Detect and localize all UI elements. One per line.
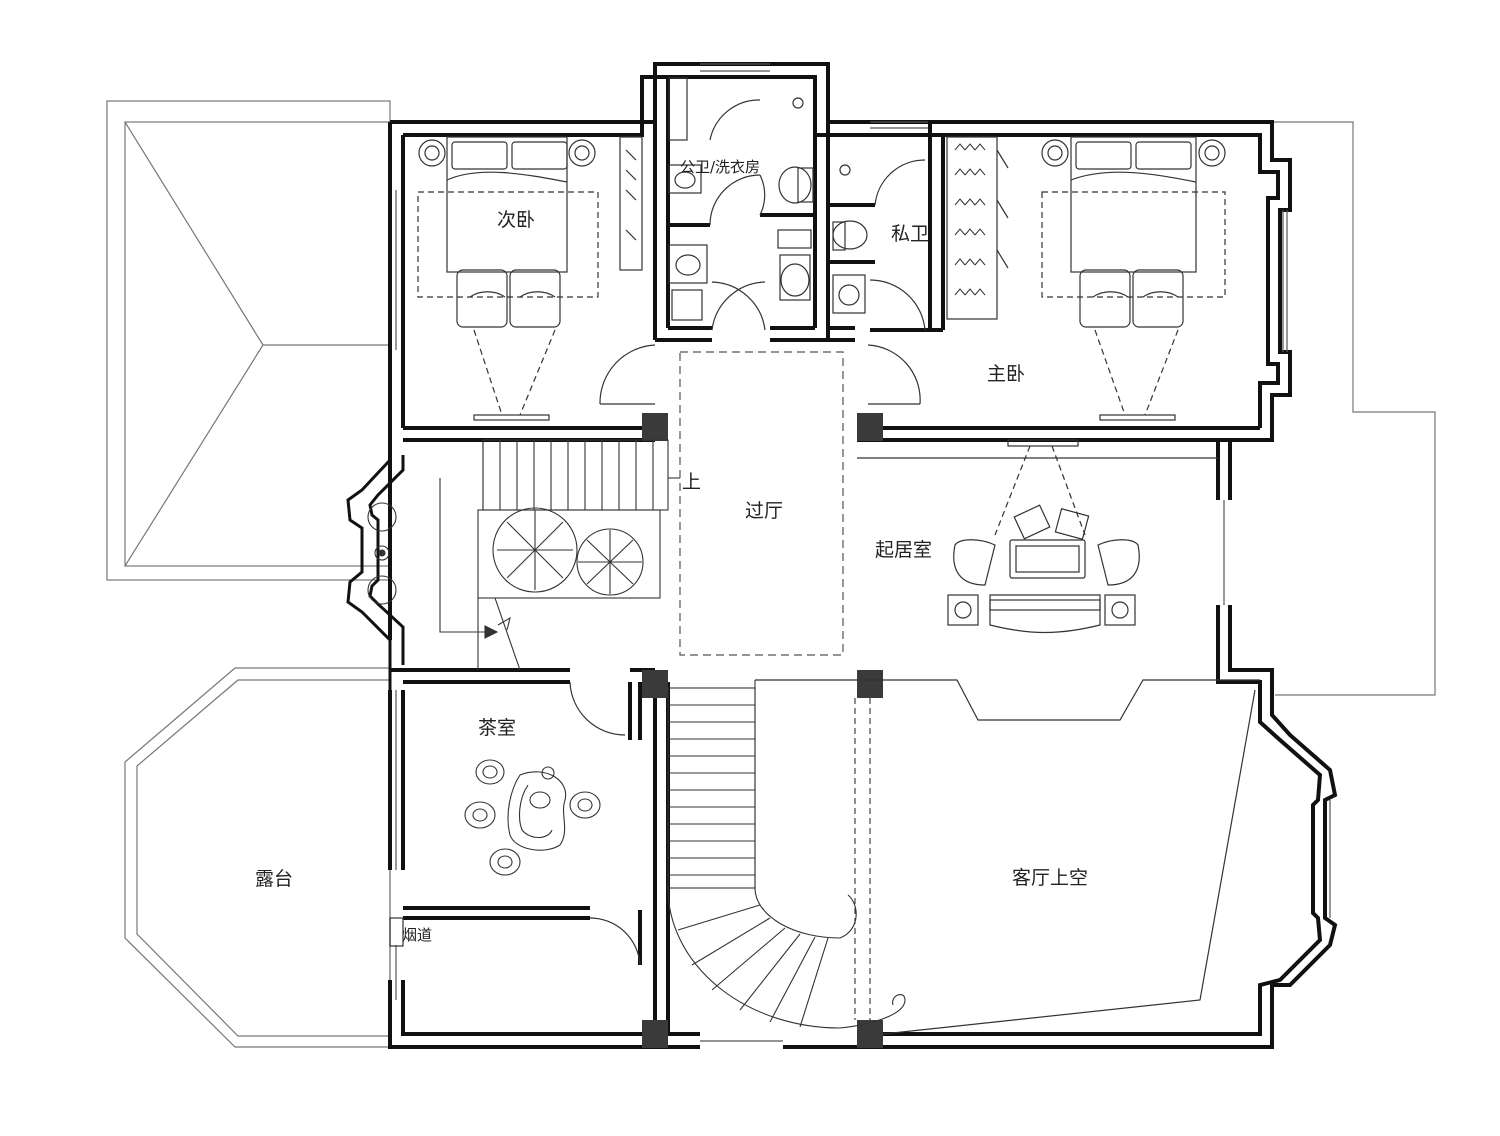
columns	[642, 413, 883, 1048]
living-furniture	[947, 504, 1140, 634]
living-room-outline	[755, 439, 1260, 1035]
room-labels: 次卧 公卫/洗衣房 私卫 主卧 过厅 起居室 上 茶室 露台 烟道 客厅上空	[255, 158, 1088, 944]
label-second-bedroom: 次卧	[497, 209, 535, 231]
label-terrace: 露台	[255, 868, 293, 890]
label-double-height-living: 客厅上空	[1012, 867, 1088, 889]
left-bay	[346, 440, 405, 690]
hall-dashed	[679, 351, 844, 656]
label-hall: 过厅	[745, 500, 783, 522]
master-bedroom-furniture	[946, 136, 1226, 421]
label-private-bath: 私卫	[891, 223, 929, 245]
tea-room-furniture	[464, 759, 601, 876]
second-bedroom-furniture	[417, 136, 643, 421]
label-master-bedroom: 主卧	[987, 363, 1025, 385]
plants	[367, 502, 644, 605]
label-living-room: 起居室	[875, 539, 932, 561]
label-chimney: 烟道	[402, 926, 432, 944]
bathroom-fixtures	[668, 77, 868, 321]
window-lines	[395, 63, 1331, 1042]
exterior-walls	[388, 62, 1338, 1049]
main-stair	[667, 680, 906, 1029]
label-tea-room: 茶室	[478, 717, 516, 739]
doors	[569, 99, 926, 966]
chimney	[389, 917, 404, 947]
label-stair-up: 上	[682, 471, 701, 493]
label-public-bath-laundry: 公卫/洗衣房	[680, 158, 760, 176]
roof-outlines	[106, 100, 1436, 1048]
upper-stair	[439, 439, 680, 671]
